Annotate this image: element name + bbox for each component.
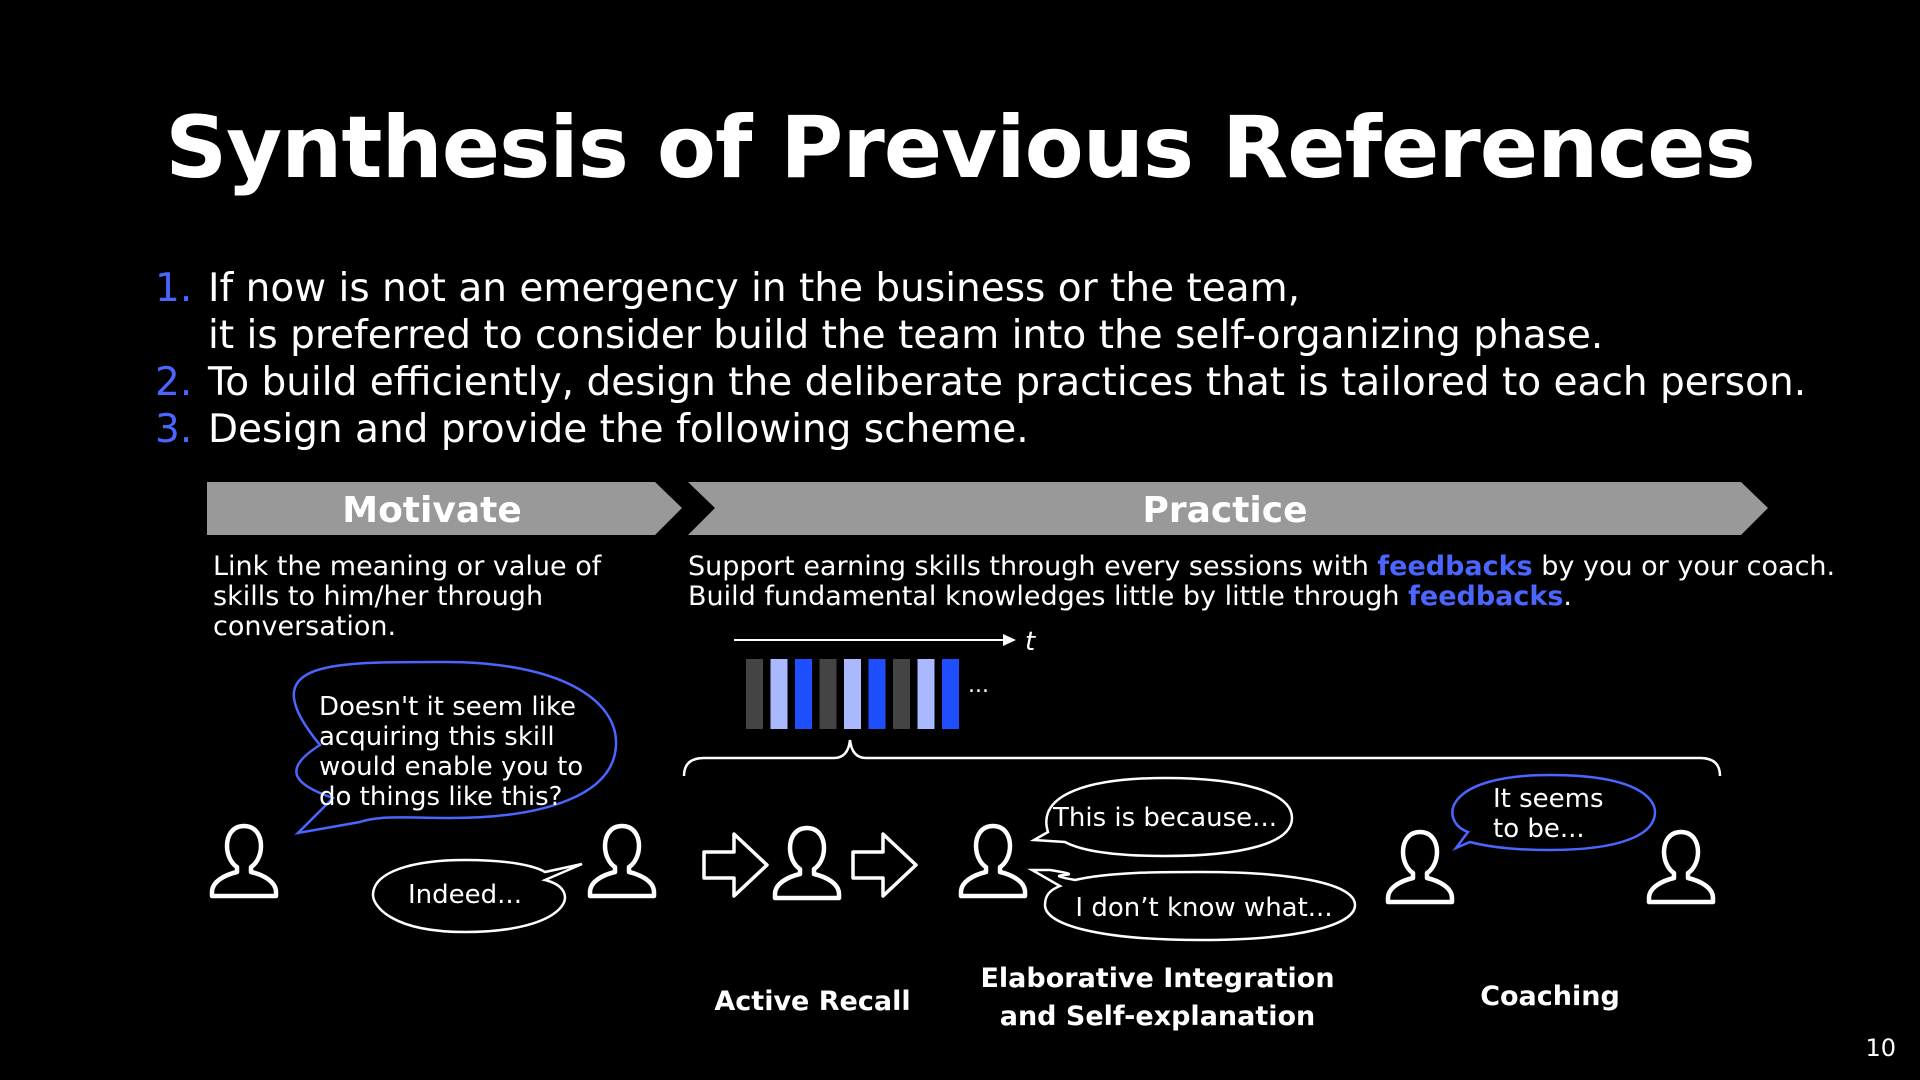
person-icon bbox=[1388, 832, 1452, 902]
motivate-description-line: Link the meaning or value of bbox=[213, 551, 602, 582]
feedbacks-highlight: feedbacks bbox=[1408, 581, 1564, 612]
indeed-bubble bbox=[371, 858, 583, 934]
person-icon bbox=[590, 826, 654, 896]
session-block-blue bbox=[868, 659, 886, 729]
feedbacks-highlight: feedbacks bbox=[1377, 551, 1533, 582]
page-number: 10 bbox=[1865, 1034, 1896, 1062]
time-label: t bbox=[1025, 627, 1036, 657]
dont-know-bubble bbox=[1027, 868, 1357, 942]
seems-bubble bbox=[1451, 773, 1657, 852]
block-arrow-icon bbox=[702, 832, 769, 898]
practice-description-line: Support earning skills through every ses… bbox=[688, 551, 1836, 582]
point-number: 1. bbox=[155, 266, 193, 311]
person-icon bbox=[1649, 832, 1713, 902]
person-icon bbox=[961, 826, 1025, 896]
seems-text: It seems to be... bbox=[1493, 784, 1612, 844]
practice-brace bbox=[682, 739, 1722, 777]
elaborative-label-line: and Self-explanation bbox=[999, 1001, 1316, 1032]
point-line: it is preferred to consider build the te… bbox=[208, 313, 1604, 358]
practice-description-line: Build fundamental knowledges little by l… bbox=[688, 581, 1573, 612]
elaborative-label: Elaborative Integration and Self-explana… bbox=[955, 960, 1360, 1036]
active-recall-label: Active Recall bbox=[714, 986, 911, 1017]
point-item: 3. Design and provide the following sche… bbox=[155, 406, 1806, 453]
elaborative-label-line: Elaborative Integration bbox=[980, 963, 1335, 994]
dont-know-text: I don’t know what... bbox=[1075, 893, 1332, 923]
session-block-blue bbox=[795, 659, 812, 729]
practice-description: Support earning skills through every ses… bbox=[688, 552, 1835, 612]
slide-title: Synthesis of Previous References bbox=[165, 98, 1756, 198]
session-block-light bbox=[917, 659, 935, 729]
point-number: 2. bbox=[155, 360, 193, 405]
point-item: 1. If now is not an emergency in the bus… bbox=[155, 265, 1806, 359]
motivate-description: Link the meaning or value of skills to h… bbox=[213, 552, 601, 642]
person-icon bbox=[212, 826, 276, 896]
motivate-banner bbox=[207, 482, 682, 535]
motivate-question-bubble bbox=[292, 660, 618, 835]
session-block-dark bbox=[893, 659, 910, 729]
motivate-question-text: Doesn't it seem like acquiring this skil… bbox=[319, 692, 591, 812]
session-block-light bbox=[770, 659, 788, 729]
indeed-text: Indeed... bbox=[408, 880, 522, 910]
motivate-description-line: skills to him/her through bbox=[213, 581, 544, 612]
practice-banner-label: Practice bbox=[1142, 490, 1307, 531]
practice-banner bbox=[688, 482, 1768, 535]
point-number: 3. bbox=[155, 407, 193, 452]
person-icon bbox=[775, 828, 839, 898]
coaching-label: Coaching bbox=[1480, 981, 1620, 1012]
session-block-dark bbox=[746, 659, 763, 729]
session-block-blue bbox=[942, 659, 959, 729]
because-bubble bbox=[1029, 776, 1294, 858]
time-arrow-head bbox=[1003, 634, 1016, 646]
point-item: 2. To build efficiently, design the deli… bbox=[155, 359, 1806, 406]
point-line: If now is not an emergency in the busine… bbox=[208, 266, 1301, 311]
key-points-list: 1. If now is not an emergency in the bus… bbox=[155, 265, 1806, 453]
motivate-banner-label: Motivate bbox=[342, 490, 522, 531]
block-arrow-icon bbox=[851, 832, 918, 898]
point-line: Design and provide the following scheme. bbox=[208, 407, 1029, 452]
motivate-description-line: conversation. bbox=[213, 611, 397, 642]
session-block-light bbox=[844, 659, 861, 729]
session-block-dark bbox=[819, 659, 837, 729]
session-blocks bbox=[746, 659, 959, 729]
point-line: To build efficiently, design the deliber… bbox=[208, 360, 1807, 405]
session-ellipsis: ... bbox=[968, 673, 989, 698]
because-text: This is because... bbox=[1052, 803, 1277, 833]
